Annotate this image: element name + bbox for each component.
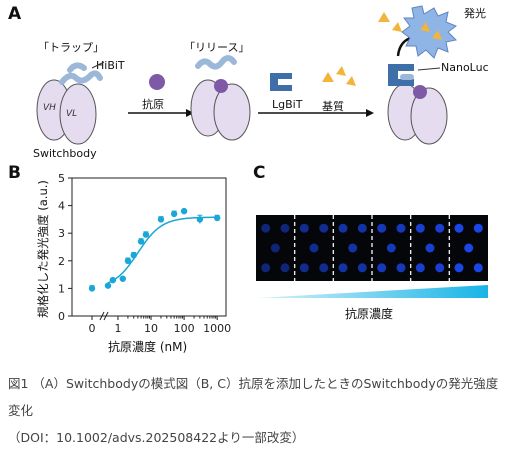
data-point	[109, 276, 117, 284]
data-point	[213, 214, 221, 222]
switchbody-nanoluc	[387, 64, 448, 145]
trap-label: 「トラップ」	[38, 41, 104, 54]
panel-a-letter: A	[8, 4, 22, 24]
figure: A 「トラップ」 「リリース」 HiBiT 抗原 LgBiT 基質 NanoLu…	[8, 4, 489, 354]
x-tick-label: 1	[114, 322, 121, 335]
panel-c-well-image	[256, 215, 488, 281]
chart-x-axis-label: 抗原濃度 (nM)	[108, 340, 188, 354]
well-spot	[357, 263, 367, 273]
panel-a-schematic: VH VL	[36, 5, 458, 145]
well-spot	[454, 223, 464, 233]
x-tick-label: 100	[174, 322, 195, 335]
data-point	[170, 210, 178, 218]
well-spot	[357, 223, 367, 233]
lgbit-label: LgBiT	[272, 98, 303, 111]
well-spot	[435, 263, 445, 273]
luminescence-burst-icon	[401, 5, 458, 59]
well-spot	[464, 243, 474, 253]
chart-y-axis-label: 規格化した発光強度 (a.u.)	[36, 180, 50, 318]
switchbody-label: Switchbody	[33, 147, 97, 160]
y-tick-label: 3	[58, 227, 65, 240]
well-spot	[348, 243, 358, 253]
well-spot	[425, 243, 435, 253]
well-spot	[415, 263, 425, 273]
well-spot	[280, 223, 290, 233]
x-tick-label: 0	[89, 322, 96, 335]
well-spot	[435, 223, 445, 233]
panel-c-letter: C	[253, 163, 266, 183]
switchbody-release	[190, 55, 251, 141]
luminescence-label: 発光	[464, 7, 486, 20]
data-point	[196, 216, 204, 223]
data-point	[137, 238, 145, 245]
data-point	[157, 216, 165, 223]
well-spot	[319, 223, 329, 233]
y-tick-label: 4	[58, 200, 65, 213]
concentration-label: 抗原濃度	[345, 307, 394, 321]
y-tick-label: 0	[58, 310, 65, 323]
x-tick-label: 1000	[203, 322, 231, 335]
caption-line-1: 図1 （A）Switchbodyの模式図（B, C）抗原を添加したときのSwit…	[8, 376, 499, 391]
well-spot	[396, 263, 406, 273]
well-spot	[473, 223, 483, 233]
concentration-gradient	[256, 285, 488, 298]
well-spot	[415, 223, 425, 233]
x-tick-label: 10	[144, 322, 158, 335]
y-tick-label: 1	[58, 282, 65, 295]
well-spot	[319, 263, 329, 273]
lgbit-icon	[270, 73, 292, 91]
data-point	[119, 275, 126, 282]
antigen-label: 抗原	[142, 98, 164, 111]
well-spot	[261, 223, 271, 233]
nanoluc-label: NanoLuc	[441, 61, 489, 74]
data-point	[88, 285, 96, 292]
chart-frame	[71, 177, 227, 317]
well-spot	[473, 263, 483, 273]
well-spot	[386, 243, 396, 253]
substrate-label: 基質	[322, 100, 344, 113]
well-spot	[454, 263, 464, 273]
y-tick-label: 2	[58, 255, 65, 268]
switchbody-trap: VH VL	[36, 61, 105, 145]
y-tick-label: 5	[58, 172, 65, 185]
axis-break	[99, 311, 105, 321]
data-point	[104, 282, 112, 289]
panel-b-chart: 0 1 2 3 4 5 0 1 10 100 1000	[58, 172, 231, 335]
well-spot	[299, 263, 309, 273]
data-point	[130, 252, 137, 259]
panel-b-letter: B	[8, 163, 21, 183]
release-label: 「リリース」	[184, 41, 250, 54]
data-point	[124, 257, 132, 264]
well-spot	[377, 223, 387, 233]
substrate-icon	[322, 72, 334, 82]
well-spot	[338, 263, 348, 273]
antigen-icon	[149, 74, 165, 90]
well-spot	[396, 223, 406, 233]
well-spot	[309, 243, 319, 253]
vh-label: VH	[43, 103, 56, 113]
fit-curve	[107, 216, 218, 284]
vl-label: VL	[66, 109, 77, 119]
well-spot	[299, 223, 309, 233]
data-point	[180, 207, 188, 215]
well-spot	[270, 243, 280, 253]
well-spot	[377, 263, 387, 273]
well-spot	[261, 263, 271, 273]
figure-caption: 図1 （A）Switchbodyの模式図（B, C）抗原を添加したときのSwit…	[8, 370, 520, 451]
data-point	[142, 231, 150, 238]
caption-doi: （DOI：10.1002/advs.202508422より一部改変）	[8, 430, 305, 445]
well-spot	[280, 263, 290, 273]
axis-break	[103, 311, 109, 321]
caption-line-2: 変化	[8, 403, 34, 418]
well-spot	[338, 223, 348, 233]
